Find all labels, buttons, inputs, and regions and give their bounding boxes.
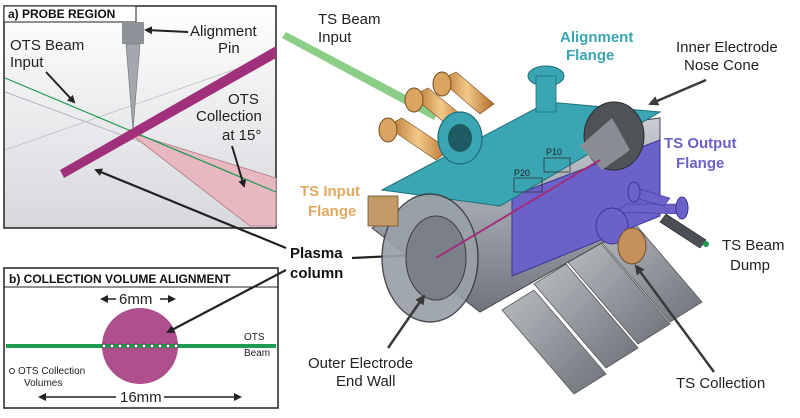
device-illustration: P10 P20 [282, 32, 709, 395]
p20-box [513, 177, 543, 193]
panel-a-probe-region: a) PROBE REGION OTS Beam Input Alignment… [3, 5, 277, 229]
ots-beam-label: OTS Beam [244, 332, 270, 359]
panel-b-collection-volume: b) COLLECTION VOLUME ALIGNMENT 6mm OTS B… [3, 267, 279, 409]
collection-volumes-label: OTS Collection Volumes [18, 366, 88, 389]
alignment-port-round-hole [448, 124, 472, 152]
device-plasma-line [435, 159, 601, 259]
p10-box [543, 157, 571, 173]
ots-collection-label: OTS Collection at 15° [196, 91, 266, 144]
alignment-pin-body [122, 22, 144, 44]
inner-electrode-arrow [648, 78, 707, 106]
alignment-port-tube [535, 75, 557, 113]
inner-electrode-label: Inner Electrode Nose Cone [676, 39, 782, 74]
outer-electrode-arrow [386, 294, 426, 349]
collection-volume-dots [101, 343, 179, 349]
p10-label: P10 [546, 147, 562, 157]
ts-input-flange-label: TS Input Flange [300, 183, 364, 220]
panel-b-title: b) COLLECTION VOLUME ALIGNMENT [9, 272, 231, 286]
ts-beam-input-label: TS Beam Input [318, 11, 385, 46]
ts-collection-arrow [634, 264, 716, 373]
nose-cone-tip [580, 118, 630, 170]
width-6mm-label: 6mm [119, 291, 152, 308]
width-16mm-label: 16mm [120, 389, 162, 406]
plasma-column-bar [60, 46, 276, 178]
ots-beam-input-label: OTS Beam Input [10, 37, 88, 71]
outer-electrode-label: Outer Electrode End Wall [308, 355, 417, 390]
ts-beam-dump-label: TS Beam Dump [722, 237, 789, 274]
ts-input-flange-box [367, 195, 399, 227]
output-pipes [595, 181, 689, 245]
alignment-pin-tip [125, 43, 141, 131]
input-pipes [378, 71, 495, 161]
ts-beam-dump-tip [703, 241, 709, 247]
plasma-column-label: Plasma column [290, 245, 347, 282]
p20-label: P20 [514, 168, 530, 178]
alignment-flange-label: Alignment Flange [560, 29, 638, 64]
alignment-pin-arrow [144, 26, 189, 35]
ots-beam-input-arrow [45, 71, 76, 104]
ts-collection-lens [617, 227, 647, 265]
ots-collection-arrow [231, 145, 247, 188]
ots-collection-cone [127, 131, 277, 227]
panel-a-title: a) PROBE REGION [8, 7, 115, 21]
panel-a-title-bg [3, 5, 137, 23]
ots-beam-line [4, 77, 277, 193]
ts-beam-input-ray [282, 32, 438, 120]
ts-beam-dump-body [659, 213, 707, 249]
plasma-arrow-panel-a [94, 168, 287, 250]
floor-line [4, 54, 277, 151]
collection-volume-legend-dot [9, 368, 15, 374]
alignment-pin-label: Alignment Pin [190, 23, 261, 57]
ts-collection-label: TS Collection [676, 375, 765, 392]
ts-output-flange-label: TS Output Flange [664, 135, 741, 172]
plasma-arrow-panel-b [166, 269, 287, 333]
